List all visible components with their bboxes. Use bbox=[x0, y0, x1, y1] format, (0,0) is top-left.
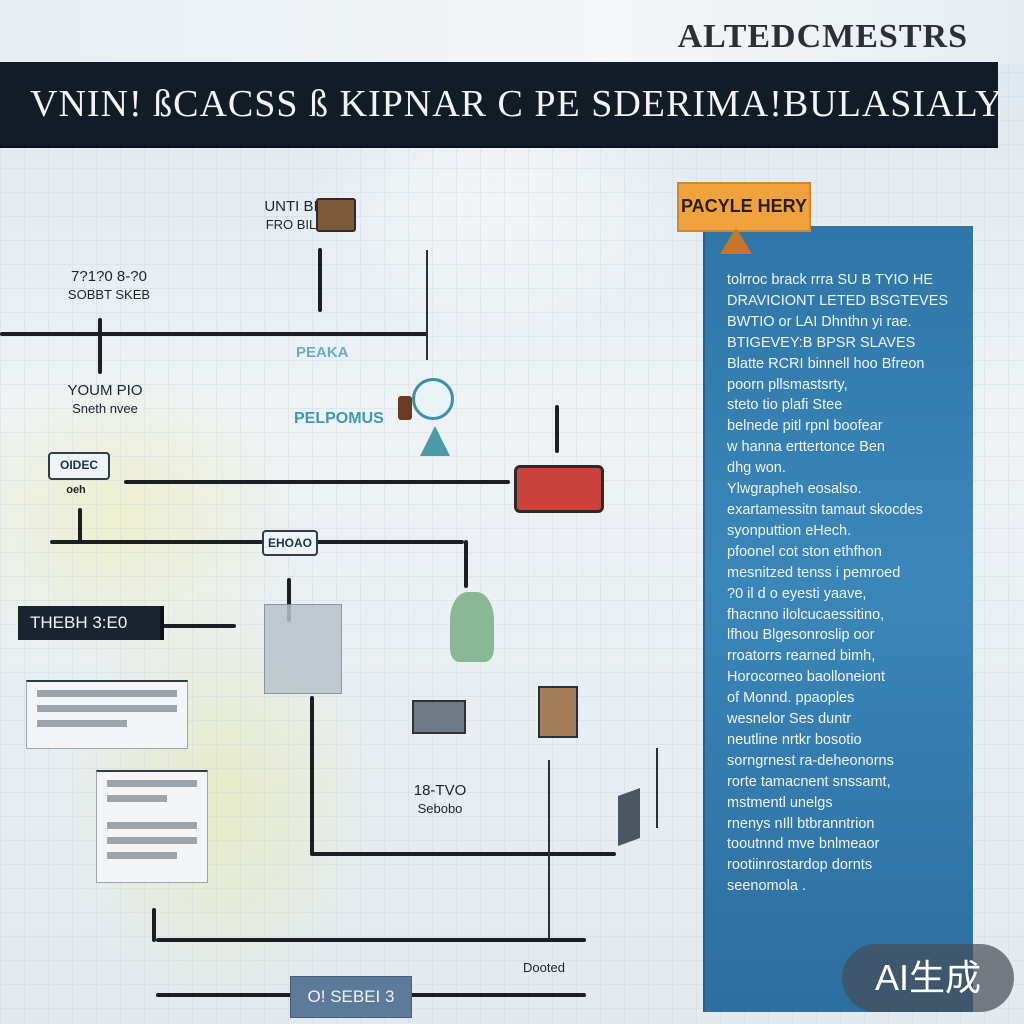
label-top: UNTI BI FRO BIL bbox=[246, 198, 336, 233]
info-panel-line: poorn pllsmastsrty, bbox=[727, 376, 848, 393]
note-card-1-row bbox=[37, 720, 127, 727]
connector-left-tag bbox=[160, 624, 236, 628]
info-panel-line: lfhou Blgesonroslip oor bbox=[727, 627, 875, 644]
info-panel-line: belnede pitl rpnl boofear bbox=[727, 418, 883, 435]
figure-icon bbox=[398, 396, 412, 420]
note-card-1 bbox=[26, 680, 188, 749]
label-center-a: PEAKA bbox=[296, 344, 349, 361]
note-card-1-row bbox=[37, 690, 177, 697]
info-panel-line: rootiinrostardop dornts bbox=[727, 857, 873, 874]
building-icon bbox=[264, 604, 342, 694]
connector-far-right bbox=[656, 748, 658, 828]
connector-top-drop-1 bbox=[98, 318, 102, 374]
connector-lower-left bbox=[310, 696, 314, 854]
connector-lower bbox=[310, 852, 616, 856]
label-left-mid-line1: YOUM PIO bbox=[67, 382, 143, 399]
info-panel-line: BWTIO or LAI Dhnthn yi rae. bbox=[727, 313, 912, 330]
label-lower-center-line2: Sebobo bbox=[417, 800, 463, 816]
top-strip bbox=[0, 0, 1024, 64]
satellite-icon bbox=[412, 378, 454, 420]
label-left-upper-line1: 7?1?0 8-?0 bbox=[71, 268, 147, 285]
banner-title: VNIN! ßCACSS ß KIPNAR C PE SDERIMA!BULAS… bbox=[30, 83, 1004, 125]
label-left-mid: YOUM PIO Sneth nvee bbox=[50, 382, 160, 417]
label-top-line2: FRO BIL bbox=[265, 216, 317, 232]
label-left-mid-line2: Sneth nvee bbox=[72, 400, 138, 416]
info-panel-line: dhg won. bbox=[727, 460, 786, 477]
connector-left-drop bbox=[287, 578, 291, 622]
label-top-line1: UNTI BI bbox=[264, 198, 318, 215]
info-panel-line: rroatorrs rearned bimh, bbox=[727, 648, 876, 665]
label-lower-center-line1: 18-TVO bbox=[413, 782, 467, 799]
camera-icon bbox=[316, 198, 356, 232]
info-panel-line: steto tio plafi Stee bbox=[727, 397, 843, 414]
connector-node1-drop bbox=[78, 508, 82, 542]
info-panel-line: seenomola . bbox=[727, 878, 806, 895]
info-panel-line: tolrroc brack rrra SU B TYIO HE bbox=[727, 272, 933, 288]
pin-icon bbox=[720, 228, 752, 254]
tag-left-dark: THEBH 3:E0 bbox=[18, 606, 164, 640]
connector-right-drop bbox=[555, 405, 559, 453]
note-card-1-row bbox=[37, 705, 177, 712]
connector-bottom-drop bbox=[152, 908, 156, 942]
ai-generated-badge: AI生成 bbox=[842, 944, 1014, 1012]
node-oidec-sub: oeh bbox=[66, 484, 86, 496]
info-panel-line: exartamessitn tamaut skocdes bbox=[727, 501, 923, 518]
node-ehoao: EHOAO bbox=[262, 530, 318, 556]
connector-top bbox=[0, 332, 428, 336]
info-panel-line: rorte tamacnent snssamt, bbox=[727, 773, 891, 790]
info-panel-line: tooutnnd mve bnlmeaor bbox=[727, 836, 880, 853]
info-panel-line: of Monnd. ppaoples bbox=[727, 690, 855, 707]
machine-icon bbox=[412, 700, 466, 734]
info-panel-line: mstmentl unelgs bbox=[727, 794, 833, 811]
title-banner: VNIN! ßCACSS ß KIPNAR C PE SDERIMA!BULAS… bbox=[0, 62, 1004, 148]
note-card-2-row bbox=[107, 780, 197, 787]
connector-top-drop-2 bbox=[318, 248, 322, 312]
info-panel-line: neutline nrtkr bosotio bbox=[727, 731, 862, 748]
tree-icon bbox=[450, 592, 494, 662]
info-panel-line: Ylwgrapheh eosalso. bbox=[727, 481, 862, 498]
label-center-b: PELPOMUS bbox=[294, 410, 384, 427]
info-panel-line: Horocorneo baolloneiont bbox=[727, 669, 885, 686]
info-panel-line: w hanna erttertonce Ben bbox=[727, 439, 885, 456]
note-card-2 bbox=[96, 770, 208, 883]
info-panel-line: syonputtion eHech. bbox=[727, 522, 852, 539]
note-card-2-row bbox=[107, 822, 197, 829]
node-oidec: OIDEC bbox=[48, 452, 110, 480]
info-panel-line: fhacnno ilolcucaessitino, bbox=[727, 606, 885, 623]
door-icon bbox=[538, 686, 578, 738]
info-panel-line: sorngrnest ra-deheonorns bbox=[727, 752, 894, 769]
info-panel-text: tolrroc brack rrra SU B TYIO HE DRAVICION… bbox=[727, 270, 963, 897]
label-left-upper: 7?1?0 8-?0 SOBBT SKEB bbox=[44, 268, 174, 303]
info-panel-line: DRAVICIONT LETED BSGTEVES bbox=[727, 292, 949, 309]
info-panel-line: ?0 il d o eyesti yaave, bbox=[727, 585, 867, 602]
info-panel-line: pfoonel cot ston ethfhon bbox=[727, 543, 882, 560]
label-bottom-small: Dooted bbox=[523, 960, 565, 975]
connector-mid-drop bbox=[464, 540, 468, 588]
connector-top-drop-3 bbox=[426, 250, 428, 360]
note-card-2-row bbox=[107, 837, 197, 844]
panel-icon bbox=[618, 787, 640, 847]
connector-mid-2 bbox=[50, 540, 464, 544]
info-panel-line: Blatte RCRI binnell hoo Bfreon bbox=[727, 355, 925, 372]
connector-lower-right bbox=[548, 760, 550, 940]
note-card-2-row bbox=[107, 852, 177, 859]
info-panel-line: wesnelor Ses duntr bbox=[727, 711, 852, 728]
info-panel-line: mesnitzed tenss i pemroed bbox=[727, 564, 901, 581]
connector-bottom bbox=[156, 938, 586, 942]
info-panel: tolrroc brack rrra SU B TYIO HE DRAVICION… bbox=[703, 226, 973, 1012]
tag-bottom: O! SEBEI 3 bbox=[290, 976, 412, 1018]
info-panel-line: rnenys nIll btbranntrion bbox=[727, 815, 875, 832]
note-card-2-row bbox=[107, 795, 167, 802]
label-left-upper-line2: SOBBT SKEB bbox=[67, 286, 151, 302]
label-lower-center: 18-TVO Sebobo bbox=[400, 782, 480, 817]
info-panel-header: PACYLE HERY bbox=[677, 182, 811, 232]
connector-mid bbox=[124, 480, 510, 484]
brand-title: ALTEDCMESTRS bbox=[677, 18, 968, 55]
info-panel-line: BTIGEVEY:B BPSR SLAVES bbox=[727, 334, 916, 351]
truck-icon bbox=[514, 465, 604, 513]
